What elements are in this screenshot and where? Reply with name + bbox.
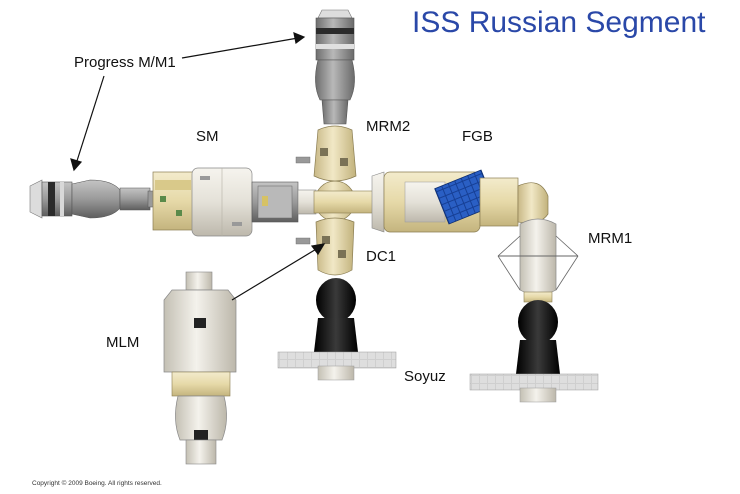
label-fgb: FGB <box>462 128 493 145</box>
label-soyuz: Soyuz <box>404 368 446 385</box>
progress-left <box>30 180 156 218</box>
label-mrm1: MRM1 <box>588 230 632 247</box>
sm-module <box>153 168 316 236</box>
label-mrm2: MRM2 <box>366 118 410 135</box>
label-dc1: DC1 <box>366 248 396 265</box>
mrm1-module <box>498 219 578 302</box>
mlm-module <box>164 272 236 464</box>
soyuz-center <box>278 278 396 380</box>
label-sm: SM <box>196 128 219 145</box>
label-progress: Progress M/M1 <box>74 54 176 71</box>
label-arrows <box>71 33 324 300</box>
page-title: ISS Russian Segment <box>412 6 705 40</box>
progress-top <box>315 10 354 124</box>
fgb-module <box>372 170 548 232</box>
label-mlm: MLM <box>106 334 139 351</box>
soyuz-right <box>470 300 598 402</box>
copyright-notice: Copyright © 2009 Boeing. All rights rese… <box>32 480 162 487</box>
mrm2-module <box>314 126 356 181</box>
